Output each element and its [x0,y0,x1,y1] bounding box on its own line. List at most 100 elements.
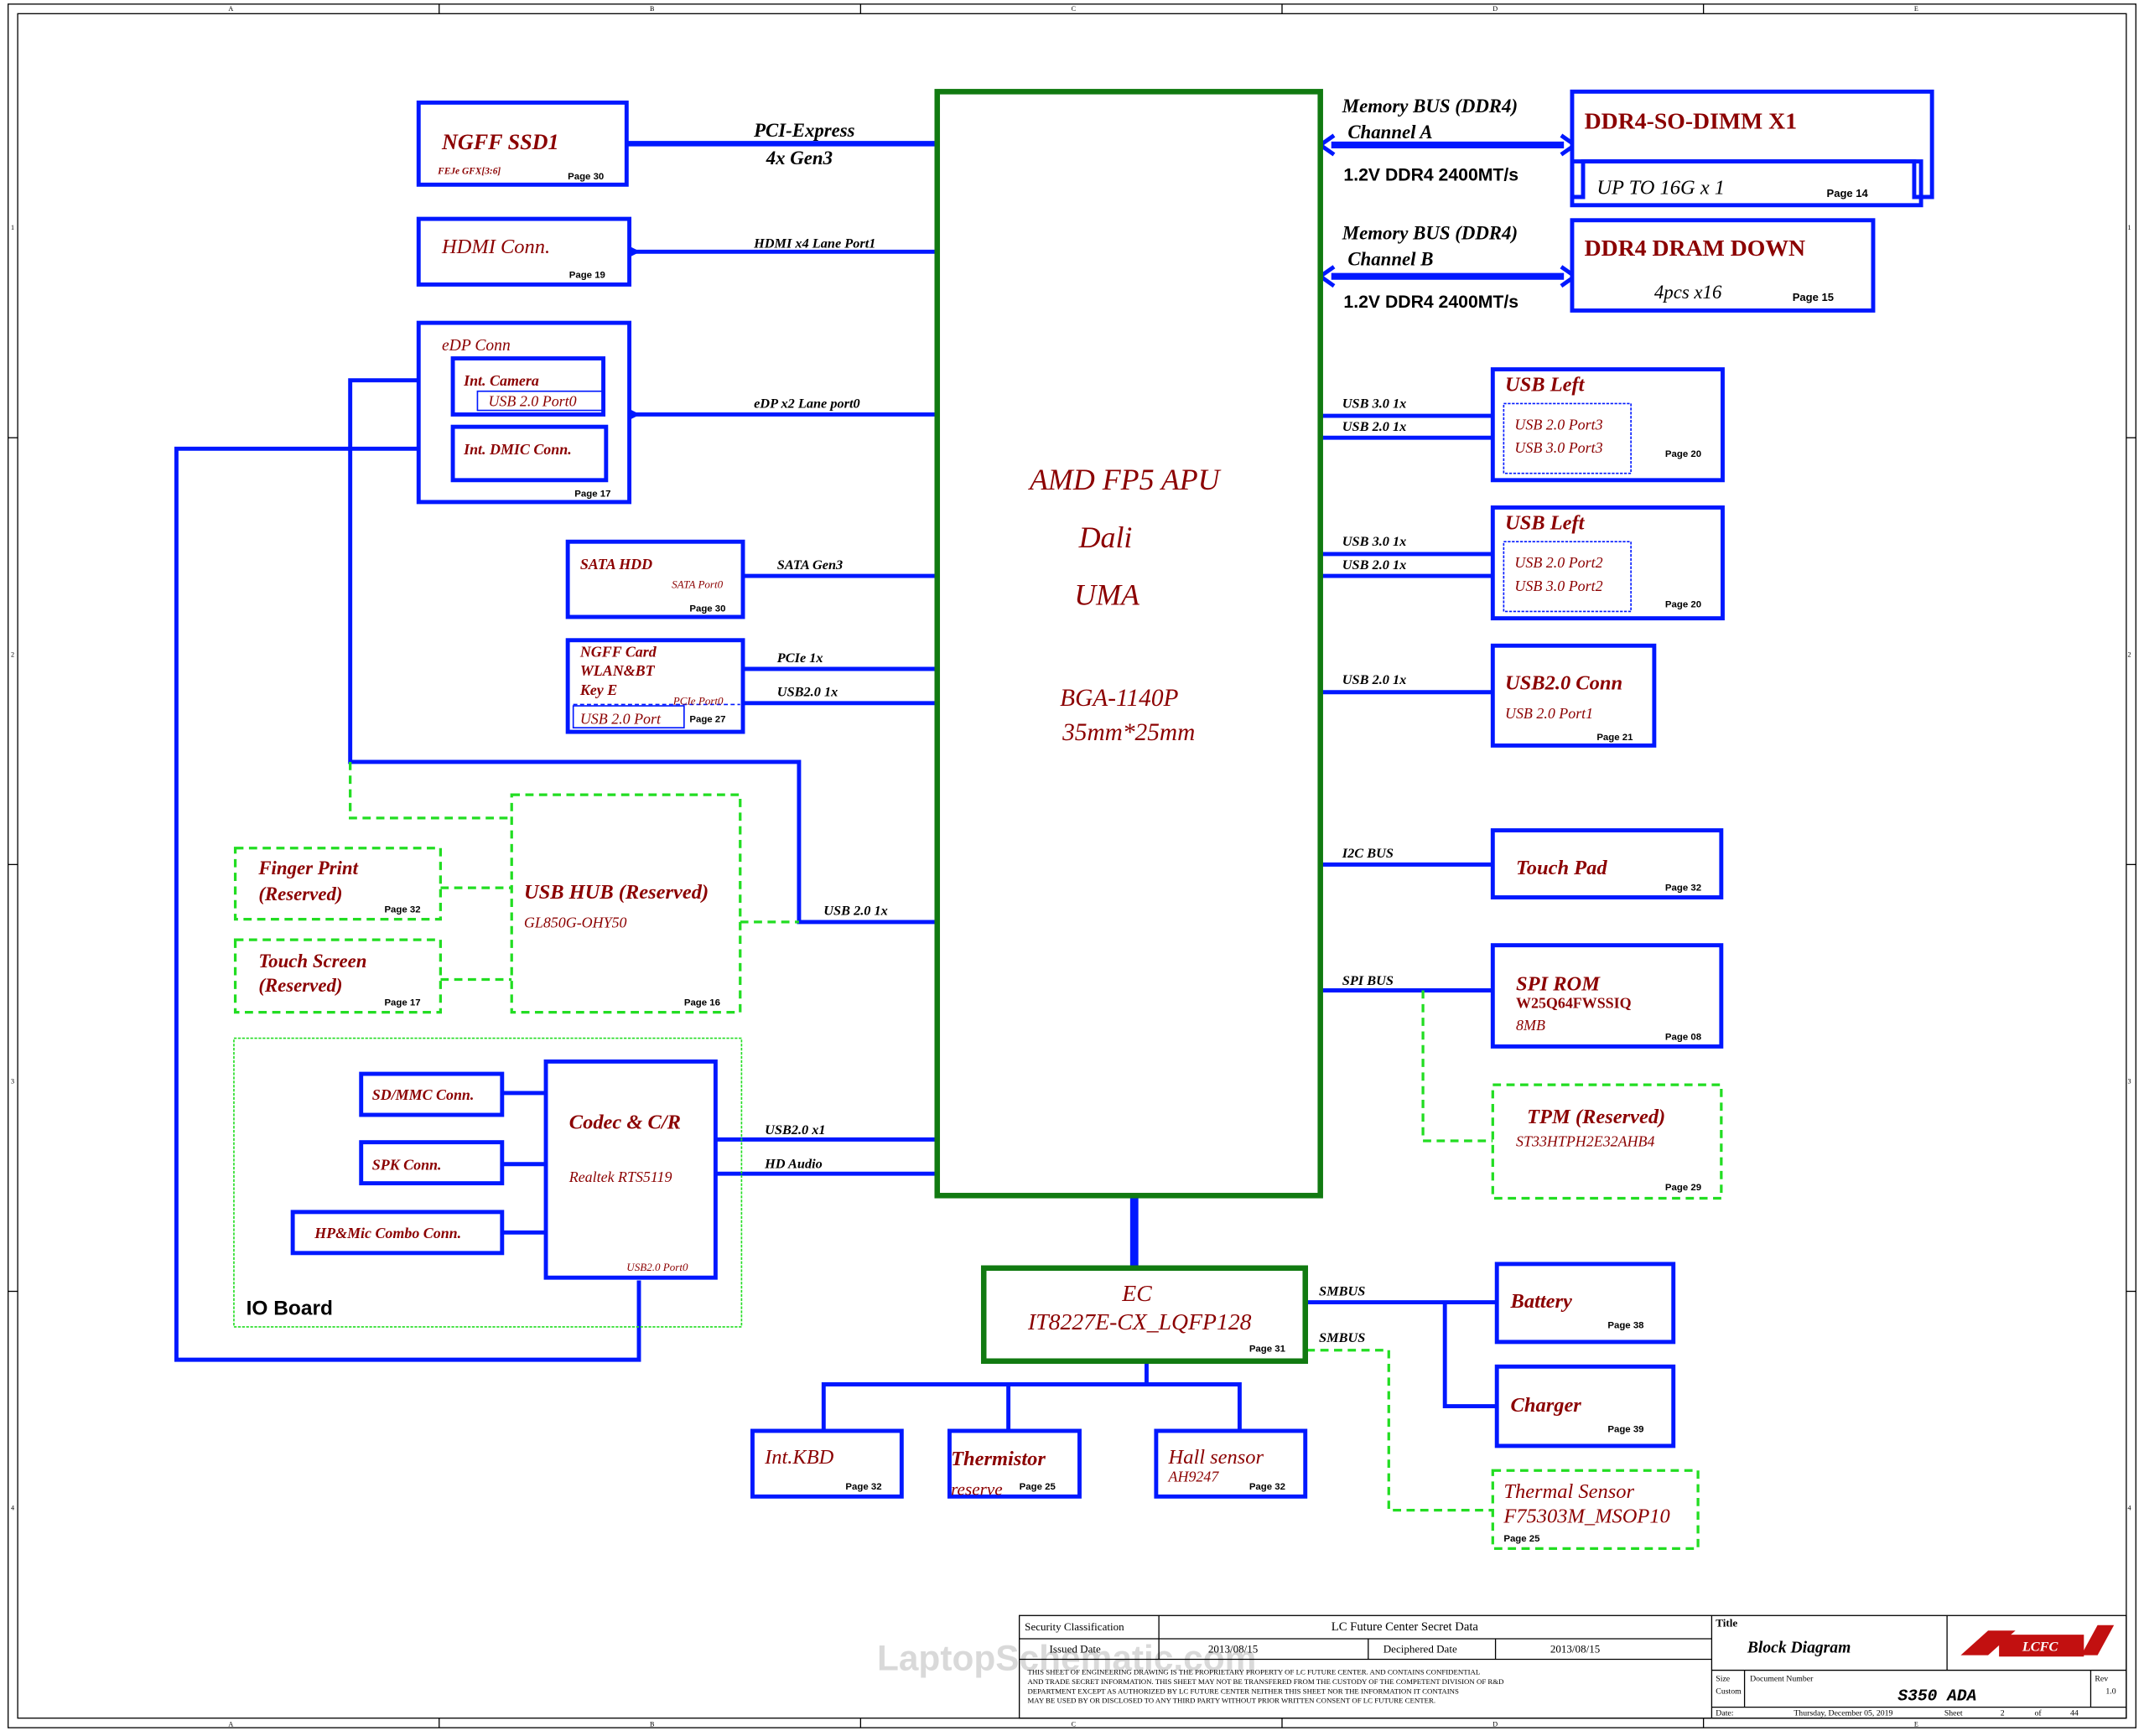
finger-line1: Finger Print [257,858,358,878]
thermal-line1: Thermal Sensor [1503,1480,1634,1503]
io-board-group: IO Board SD/MMC Conn. SPK Conn. HP&Mic C… [233,1037,743,1328]
page-ref: Page 17 [574,489,610,499]
hpmic-title: HP&Mic Combo Conn. [314,1225,461,1241]
tb-notice: DEPARTMENT EXCEPT AS AUTHORIZED BY LC FU… [1027,1687,1459,1695]
sata-block: SATA HDD SATA Port0 Page 30 [565,539,745,619]
tb-docnum-label: Document Number [1750,1675,1814,1684]
row-label: 4 [2128,1505,2131,1512]
page-ref: Page 16 [684,998,720,1008]
page-ref: Page 20 [1665,600,1701,610]
tb-total: 44 [2070,1708,2079,1718]
hall-part: AH9247 [1168,1468,1220,1485]
dramdown-sub: 4pcs x16 [1654,282,1722,303]
dimm-sub: UP TO 16G x 1 [1596,177,1725,200]
page-ref: Page 29 [1665,1183,1701,1193]
dmic-title: Int. DMIC Conn. [463,441,572,458]
tb-of: of [2035,1708,2043,1718]
kbd-title: Int.KBD [764,1446,834,1469]
hub-title: USB HUB (Reserved) [524,881,709,904]
bus-label: HD Audio [764,1156,823,1172]
wire-smbus-charger [1442,1302,1498,1409]
spirom-title: SPI ROM [1516,973,1601,996]
bus-label: 1.2V DDR4 2400MT/s [1343,165,1518,184]
tb-size: Custom [1716,1687,1742,1696]
page-ref: Page 20 [1665,449,1701,459]
page-ref: Page 32 [1249,1482,1285,1492]
bus-label: USB2.0 x1 [765,1122,825,1137]
col-label: C [1072,1720,1076,1728]
bus-label: PCIe 1x [776,650,823,666]
page-ref: Page 32 [845,1482,881,1492]
row-label: 2 [11,650,14,658]
thermistor-title: Thermistor [951,1448,1046,1470]
page-ref: Page 08 [1665,1032,1701,1042]
tb-title-label: Title [1716,1616,1737,1629]
hub-block: USB HUB (Reserved) GL850G-OHY50 Page 16 [510,793,742,1014]
dimm-block: DDR4-SO-DIMM X1 UP TO 16G x 1 Page 14 [1570,89,1934,208]
tb-notice: THIS SHEET OF ENGINEERING DRAWING IS THE… [1027,1667,1480,1676]
col-label: A [228,5,233,13]
wires [174,133,1579,1431]
tb-date-label: Date: [1716,1708,1733,1718]
finger-line2: (Reserved) [258,884,342,904]
bus-label: SMBUS [1319,1329,1365,1345]
tscreen-line1: Touch Screen [258,951,366,972]
tb-sheet-label: Sheet [1944,1708,1963,1718]
tb-notice: AND TRADE SECRET INFORMATION. THIS SHEET… [1027,1677,1503,1686]
wire-io-board [174,446,641,1362]
tpm-part: ST33HTPH2E32AHB4 [1516,1133,1654,1150]
row-label: 1 [11,224,14,231]
bus-label: PCI-Express [753,120,855,141]
ec-block: EC IT8227E-CX_LQFP128 Page 31 [980,1265,1309,1365]
row-label: 3 [2128,1077,2131,1085]
hdmi-title: HDMI Conn. [441,236,550,258]
bus-label: HDMI x4 Lane Port1 [753,235,875,251]
bus-label: SPI BUS [1342,972,1394,988]
tb-issued-label: Issued Date [1050,1642,1101,1655]
usb-left1-title: USB Left [1505,374,1586,396]
tb-security-label: Security Classification [1025,1620,1124,1633]
dimm-title: DDR4-SO-DIMM X1 [1585,108,1797,134]
sata-port: SATA Port0 [672,578,723,591]
watermark: LaptopSchematic.com [877,1639,1256,1678]
thermal-line2: F75303M_MSOP10 [1503,1505,1669,1527]
apu-codename: Dali [1078,521,1133,554]
bus-label: USB 2.0 1x [823,903,888,919]
tscreen-line2: (Reserved) [258,975,342,996]
wlan-line2: WLAN&BT [580,662,656,679]
spk-block: SPK Conn. [359,1140,505,1186]
lcfc-logo-text: LCFC [2022,1639,2059,1655]
usb-conn-block: USB2.0 Conn USB 2.0 Port1 Page 21 [1490,643,1657,748]
wlan-line3: Key E [579,681,617,698]
touchpad-title: Touch Pad [1516,857,1607,879]
page-ref: Page 14 [1826,187,1868,200]
touchpad-block: Touch Pad Page 32 [1490,828,1724,899]
usb-conn-title: USB2.0 Conn [1505,671,1622,694]
wire-hub-upstream [349,761,512,820]
sdmmc-block: SD/MMC Conn. [359,1071,505,1117]
page-ref: Page 38 [1607,1321,1643,1331]
title-block: Security Classification LC Future Center… [1019,1614,2127,1719]
sata-title: SATA HDD [580,556,652,573]
page-ref: Page 25 [1503,1534,1540,1544]
ssd-sub: FEJe GFX[3:6] [437,166,501,176]
thermistor-block: Thermistor reserve Page 25 [947,1428,1082,1500]
usb-left2-block: USB Left USB 2.0 Port2 USB 3.0 Port2 Pag… [1490,505,1725,621]
page-ref: Page 31 [1249,1344,1286,1354]
usb-left1-block: USB Left USB 2.0 Port3 USB 3.0 Port3 Pag… [1490,367,1725,483]
usb-left2-port3: USB 3.0 Port2 [1514,578,1602,594]
wlan-usb: USB 2.0 Port [580,710,662,727]
dramdown-block: DDR4 DRAM DOWN 4pcs x16 Page 15 [1570,218,1876,313]
dmic-box [450,424,609,483]
bus-label: 4x Gen3 [766,148,833,168]
col-label: D [1492,1720,1498,1728]
charger-title: Charger [1511,1394,1582,1417]
page-ref: Page 32 [384,904,420,915]
col-label: B [650,5,655,13]
apu-graphics: UMA [1074,578,1140,611]
wire-tpm [1421,990,1493,1143]
bus-label: Memory BUS (DDR4) [1342,223,1518,244]
wire-ec-bus [821,1382,1242,1431]
finger-block: Finger Print (Reserved) Page 32 [233,847,443,921]
